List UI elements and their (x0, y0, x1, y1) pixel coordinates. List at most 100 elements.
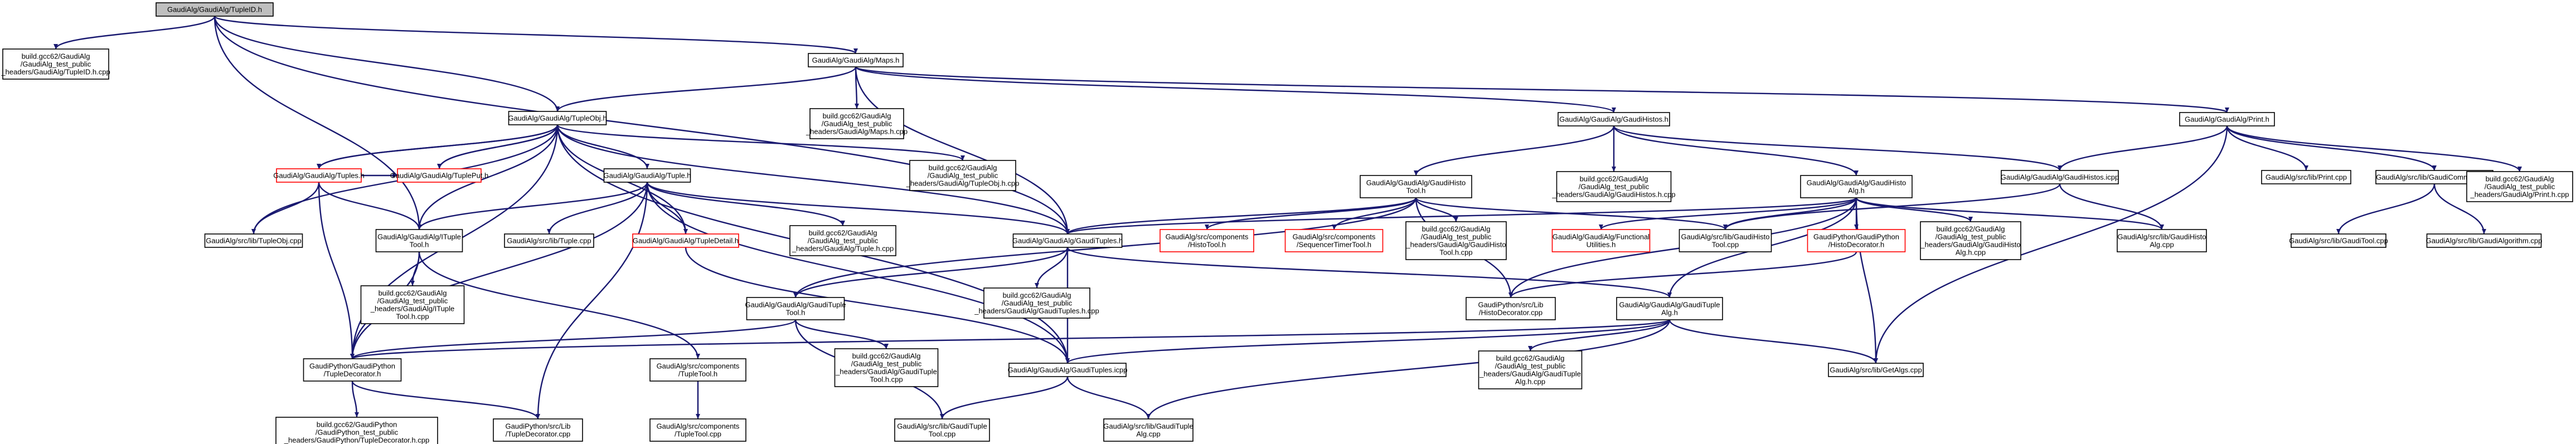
file-node-box[interactable] (1800, 175, 1913, 198)
file-node[interactable]: build.gcc62/GaudiAlg/GaudiAlg_test_publi… (1405, 221, 1507, 260)
file-node[interactable]: GaudiAlg/src/components/HistoTool.h (1160, 229, 1254, 252)
file-node-box[interactable] (1103, 418, 1194, 442)
file-node[interactable]: GaudiAlg/src/components/SequencerTimerTo… (1284, 229, 1384, 252)
file-node[interactable]: GaudiAlg/src/components/TupleTool.h (649, 358, 746, 382)
file-node-box[interactable] (603, 168, 691, 183)
file-node[interactable]: GaudiAlg/GaudiAlg/GaudiHistos.icpp (2001, 170, 2119, 184)
file-node[interactable]: GaudiAlg/GaudiAlg/GaudiHistos.h (1558, 112, 1670, 126)
file-node-box[interactable] (275, 417, 438, 444)
dependency-edge (1874, 125, 2228, 364)
file-node-box[interactable] (809, 108, 904, 139)
file-node[interactable]: GaudiAlg/GaudiAlg/GaudiTuples.h (1012, 233, 1123, 248)
file-node[interactable]: GaudiAlg/GaudiAlg/Print.h (2179, 112, 2275, 126)
file-node-box[interactable] (649, 358, 746, 382)
file-node-box[interactable] (746, 297, 845, 320)
file-node-box[interactable] (1678, 229, 1772, 252)
file-node-box[interactable] (2466, 171, 2573, 202)
file-node-box[interactable] (2001, 170, 2119, 184)
file-node-box[interactable] (1556, 171, 1672, 202)
file-node[interactable]: GaudiAlg/src/components/TupleTool.cpp (649, 418, 746, 442)
file-node-box[interactable] (1160, 229, 1254, 252)
file-node-box[interactable] (1551, 229, 1651, 252)
file-node[interactable]: GaudiPython/GaudiPython/HistoDecorator.h (1807, 229, 1906, 252)
file-node-box[interactable] (397, 168, 482, 183)
file-node-box[interactable] (2, 48, 109, 80)
file-node[interactable]: GaudiAlg/GaudiAlg/TupleObj.h (508, 111, 607, 125)
file-node-box[interactable] (1405, 221, 1507, 260)
file-node-box[interactable] (1360, 175, 1472, 198)
file-node-box[interactable] (1478, 350, 1583, 389)
file-node-box[interactable] (2426, 233, 2542, 248)
file-node-box[interactable] (375, 229, 463, 252)
file-node[interactable]: GaudiAlg/src/lib/GetAlgs.cpp (1828, 363, 1924, 377)
file-node-box[interactable] (834, 348, 939, 387)
file-node-box[interactable] (2179, 112, 2275, 126)
file-node-box[interactable] (2117, 229, 2207, 252)
file-node-box[interactable] (983, 287, 1090, 319)
file-node[interactable]: GaudiAlg/GaudiAlg/Tuples.h (273, 168, 365, 183)
file-node-box[interactable] (504, 233, 594, 248)
file-node-label: build.gcc62/GaudiAlg (1422, 225, 1491, 233)
file-node-box[interactable] (2291, 233, 2386, 248)
file-node-box[interactable] (1008, 363, 1127, 377)
file-node-box[interactable] (276, 168, 362, 183)
file-node-box[interactable] (508, 111, 607, 125)
file-node[interactable]: GaudiAlg/GaudiAlg/GaudiTuples.icpp (1008, 363, 1128, 377)
file-node[interactable]: GaudiPython/GaudiPython/TupleDecorator.h (303, 358, 402, 382)
file-node-box[interactable] (1012, 233, 1123, 248)
file-node[interactable]: build.gcc62/GaudiAlg/GaudiAlg_test_publi… (806, 108, 908, 139)
file-node[interactable]: GaudiAlg/GaudiAlg/Maps.h (808, 53, 904, 67)
file-node-box[interactable] (360, 285, 465, 324)
file-node-box[interactable] (1466, 297, 1556, 320)
file-node[interactable]: build.gcc62/GaudiAlg/GaudiAlg_test_publi… (1, 48, 110, 80)
file-node[interactable]: GaudiAlg/src/lib/GaudiTool.cpp (2289, 233, 2388, 248)
file-node[interactable]: build.gcc62/GaudiPython/GaudiPython_test… (275, 417, 438, 444)
file-node-box[interactable] (894, 418, 990, 442)
file-node[interactable]: build.gcc62/GaudiAlg/GaudiAlg_test_publi… (2466, 171, 2573, 202)
file-node-box[interactable] (1807, 229, 1906, 252)
file-node[interactable]: GaudiAlg/GaudiAlg/TuplePut.h (390, 168, 489, 183)
file-node[interactable]: build.gcc62/GaudiAlg/GaudiAlg_test_publi… (906, 160, 1020, 191)
file-node-box[interactable] (303, 358, 402, 382)
file-node-box[interactable] (2261, 170, 2351, 184)
file-node[interactable]: GaudiAlg/src/lib/TupleObj.cpp (204, 233, 303, 248)
file-node[interactable]: build.gcc62/GaudiAlg/GaudiAlg_test_publi… (360, 285, 465, 324)
file-node-box[interactable] (808, 53, 904, 67)
file-node[interactable]: GaudiAlg/src/lib/GaudiAlgorithm.cpp (2426, 233, 2543, 248)
file-node-box[interactable] (789, 225, 896, 256)
file-node[interactable]: GaudiPython/src/Lib/HistoDecorator.cpp (1466, 297, 1556, 320)
file-node[interactable]: build.gcc62/GaudiAlg/GaudiAlg_test_publi… (789, 225, 896, 256)
file-node[interactable]: GaudiAlg/GaudiAlg/TupleDetail.h (632, 233, 739, 248)
file-node[interactable]: GaudiAlg/GaudiAlg/TupleID.h (156, 2, 274, 17)
file-node-box[interactable] (649, 418, 746, 442)
file-node-box[interactable] (1920, 221, 2021, 260)
file-node[interactable]: build.gcc62/GaudiAlg/GaudiAlg_test_publi… (1920, 221, 2021, 260)
file-node-box[interactable] (156, 2, 274, 17)
file-node[interactable]: GaudiAlg/src/lib/Tuple.cpp (504, 233, 594, 248)
file-node[interactable]: build.gcc62/GaudiAlg/GaudiAlg_test_publi… (834, 348, 939, 387)
file-node-box[interactable] (493, 418, 583, 442)
file-node[interactable]: build.gcc62/GaudiAlg/GaudiAlg_test_publi… (1551, 171, 1676, 202)
file-node-box[interactable] (1616, 297, 1723, 320)
file-node-box[interactable] (1284, 229, 1384, 252)
file-node-box[interactable] (1828, 363, 1924, 377)
file-node-box[interactable] (632, 233, 739, 248)
file-node[interactable]: build.gcc62/GaudiAlg/GaudiAlg_test_publi… (974, 287, 1099, 319)
file-node-box[interactable] (1558, 112, 1670, 126)
file-node[interactable]: GaudiAlg/src/lib/Print.cpp (2261, 170, 2351, 184)
file-node-box[interactable] (204, 233, 303, 248)
file-node[interactable]: build.gcc62/GaudiAlg/GaudiAlg_test_publi… (1478, 350, 1583, 389)
file-node[interactable]: GaudiAlg/GaudiAlg/Tuple.h (603, 168, 691, 183)
file-node[interactable]: GaudiPython/src/Lib/TupleDecorator.cpp (493, 418, 583, 442)
file-node-box[interactable] (909, 160, 1016, 191)
